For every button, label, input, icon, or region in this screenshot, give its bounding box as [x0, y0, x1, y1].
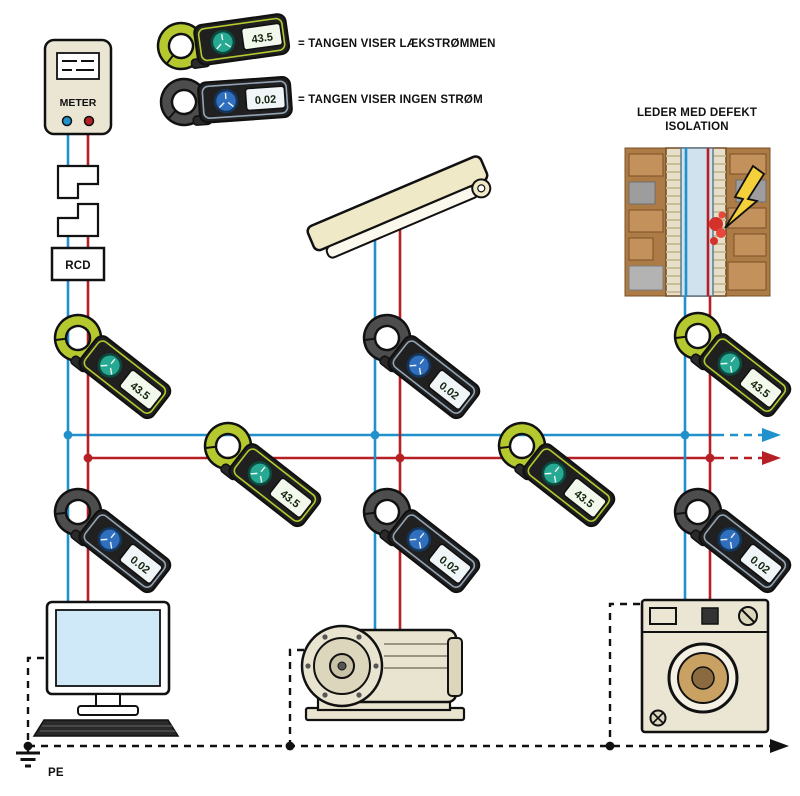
fluorescent-lamp	[306, 155, 492, 259]
meter-phase-terminal	[83, 115, 95, 127]
legend: = TANGEN VISER LÆKSTRØMMEN = TANGEN VISE…	[153, 7, 496, 129]
meter-label: METER	[60, 97, 97, 109]
earth-ground-icon	[16, 746, 40, 768]
clamp-meter-supply-leak	[43, 304, 178, 425]
legend-leak-label: = TANGEN VISER LÆKSTRØMMEN	[298, 38, 496, 50]
clamp-meter-bus-right-leak	[487, 412, 622, 533]
legend-none-clamp-icon	[158, 70, 294, 129]
meter-display	[56, 52, 100, 80]
defect-label-line1: LEDER MED DEFEKT	[637, 107, 757, 119]
brick-wall	[628, 153, 767, 291]
clamp-meter-computer-none	[43, 478, 178, 599]
meter-neutral-terminal	[61, 115, 73, 127]
junction-dots	[63, 430, 715, 463]
washing-machine	[640, 598, 770, 734]
computer	[32, 600, 180, 737]
insulation-damage	[709, 211, 726, 245]
neutral-bus	[68, 428, 781, 442]
washer-button	[701, 607, 719, 625]
pe-arrow	[770, 739, 789, 753]
main-switch	[56, 164, 100, 238]
neutral-bus-arrow	[762, 428, 781, 442]
rcd-box: RCD	[50, 246, 106, 282]
defect-label-line2: ISOLATION	[665, 121, 729, 133]
legend-leak-clamp-icon	[153, 7, 292, 75]
lightning-icon	[724, 164, 766, 229]
pe-conductor: PE	[16, 602, 789, 779]
electric-motor	[300, 624, 466, 722]
legend-none-label: = TANGEN VISER INGEN STRØM	[298, 94, 483, 106]
pe-label: PE	[48, 767, 64, 779]
detergent-drawer	[649, 607, 677, 625]
rcd-label: RCD	[65, 260, 91, 272]
phase-bus-arrow	[762, 451, 781, 465]
phase-bus	[88, 451, 781, 465]
keyboard	[32, 719, 180, 737]
clamp-meter-bus-left-leak	[193, 412, 328, 533]
defect-isolation-illustration	[624, 147, 771, 297]
computer-screen	[55, 609, 161, 687]
electricity-meter: METER	[43, 38, 113, 136]
